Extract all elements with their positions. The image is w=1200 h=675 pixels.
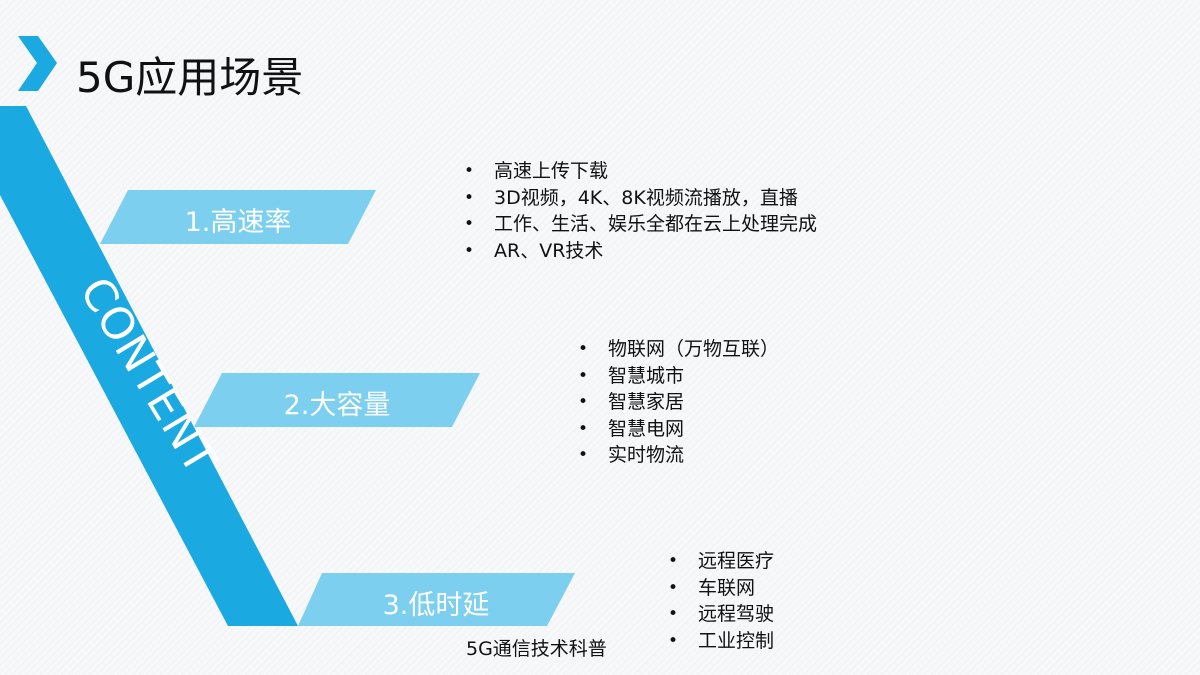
- list-item: 智慧电网: [578, 416, 779, 443]
- list-item: 远程医疗: [668, 548, 774, 575]
- footer-caption: 5G通信技术科普: [466, 638, 607, 660]
- list-item: 车联网: [668, 575, 774, 602]
- list-item: 工作、生活、娱乐全都在云上处理完成: [464, 211, 817, 238]
- section-3-banner: [298, 573, 575, 626]
- section-1-label: 1.高速率: [184, 207, 292, 238]
- section-2-list: 物联网（万物互联） 智慧城市 智慧家居 智慧电网 实时物流: [578, 336, 779, 469]
- list-item: 高速上传下载: [464, 158, 817, 185]
- list-item: 工业控制: [668, 628, 774, 655]
- section-3-label: 3.低时延: [382, 590, 490, 621]
- section-2-label: 2.大容量: [283, 390, 391, 421]
- list-item: 物联网（万物互联）: [578, 336, 779, 363]
- list-item: 智慧城市: [578, 363, 779, 390]
- page-title: 5G应用场景: [76, 53, 304, 102]
- list-item: 实时物流: [578, 442, 779, 469]
- list-item: AR、VR技术: [464, 238, 817, 265]
- section-1-list: 高速上传下载 3D视频，4K、8K视频流播放，直播 工作、生活、娱乐全都在云上处…: [464, 158, 817, 264]
- diagonal-band: [0, 106, 298, 626]
- section-1-banner: [100, 190, 376, 244]
- list-item: 远程驾驶: [668, 601, 774, 628]
- title-chevron-icon: [18, 36, 57, 91]
- section-2-banner: [194, 373, 480, 427]
- section-3-list: 远程医疗 车联网 远程驾驶 工业控制: [668, 548, 774, 654]
- list-item: 智慧家居: [578, 389, 779, 416]
- list-item: 3D视频，4K、8K视频流播放，直播: [464, 185, 817, 212]
